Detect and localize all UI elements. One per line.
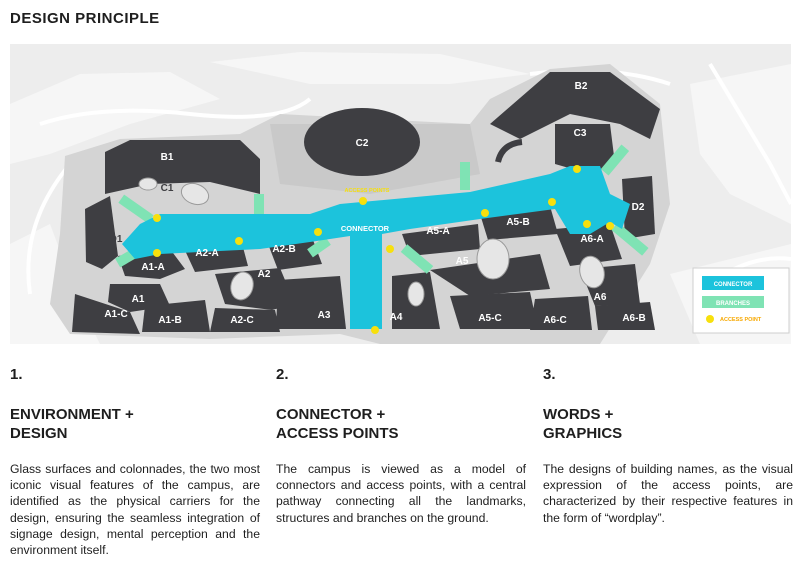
label-a5-a: A5-A [426, 226, 449, 237]
label-a1: A1 [132, 294, 145, 305]
label-b1: B1 [161, 152, 174, 163]
label-a6-a: A6-A [580, 234, 603, 245]
column-number: 3. [543, 366, 556, 383]
legend-connector-label: CONNECTOR [714, 282, 753, 288]
connector-label: CONNECTOR [341, 224, 390, 233]
label-c2: C2 [356, 138, 369, 149]
label-a1-c: A1-C [104, 309, 127, 320]
label-a6-b: A6-B [622, 313, 645, 324]
label-a2-b: A2-B [272, 244, 295, 255]
label-d1: D1 [110, 234, 123, 245]
label-a1-a: A1-A [141, 262, 164, 273]
campus-map-svg: B1 C1 D1 A1-A A1 A1-C A1-B A2-A A2 A2-B … [10, 44, 791, 344]
column-words: 3. WORDS + GRAPHICS The designs of build… [543, 366, 793, 526]
label-a5: A5 [456, 256, 469, 267]
column-body: The designs of building names, as the vi… [543, 462, 793, 525]
access-points-label: ACCESS POINTS [345, 188, 390, 194]
label-a4: A4 [390, 312, 403, 323]
column-heading: ENVIRONMENT + DESIGN [10, 406, 134, 442]
column-body: Glass surfaces and colonnades, the two m… [10, 462, 260, 558]
access-points [153, 165, 614, 334]
label-a1-b: A1-B [158, 315, 181, 326]
page-title: DESIGN PRINCIPLE [10, 10, 160, 27]
label-a6-c: A6-C [543, 315, 566, 326]
column-number: 2. [276, 366, 289, 383]
label-c3: C3 [574, 128, 587, 139]
label-a6: A6 [594, 292, 607, 303]
label-c1: C1 [161, 183, 174, 194]
column-heading: CONNECTOR + ACCESS POINTS [276, 406, 399, 442]
column-body: The campus is viewed as a model of conne… [276, 462, 526, 525]
label-d2: D2 [632, 202, 645, 213]
glass-features [138, 177, 605, 307]
label-b2: B2 [575, 81, 588, 92]
label-a3: A3 [318, 310, 331, 321]
column-heading: WORDS + GRAPHICS [543, 406, 623, 442]
column-number: 1. [10, 366, 23, 383]
label-a5-c: A5-C [478, 313, 501, 324]
arc-decor [495, 139, 523, 163]
connector-path [122, 166, 630, 329]
legend-connector-swatch [702, 276, 764, 290]
legend-branches-swatch [702, 296, 764, 308]
column-environment: 1. ENVIRONMENT + DESIGN Glass surfaces a… [10, 366, 260, 558]
legend-branches-label: BRANCHES [716, 301, 750, 307]
column-connector: 2. CONNECTOR + ACCESS POINTS The campus … [276, 366, 526, 526]
legend-access-label: ACCESS POINT [720, 317, 762, 323]
campus-map: B1 C1 D1 A1-A A1 A1-C A1-B A2-A A2 A2-B … [10, 44, 791, 344]
label-a5-b: A5-B [506, 217, 529, 228]
label-a2: A2 [258, 269, 271, 280]
label-a2-c: A2-C [230, 315, 253, 326]
building-labels: B1 C1 D1 A1-A A1 A1-C A1-B A2-A A2 A2-B … [104, 81, 645, 326]
legend-access-dot [706, 315, 714, 323]
legend: CONNECTOR BRANCHES ACCESS POINT [692, 267, 790, 334]
label-a2-a: A2-A [195, 248, 218, 259]
